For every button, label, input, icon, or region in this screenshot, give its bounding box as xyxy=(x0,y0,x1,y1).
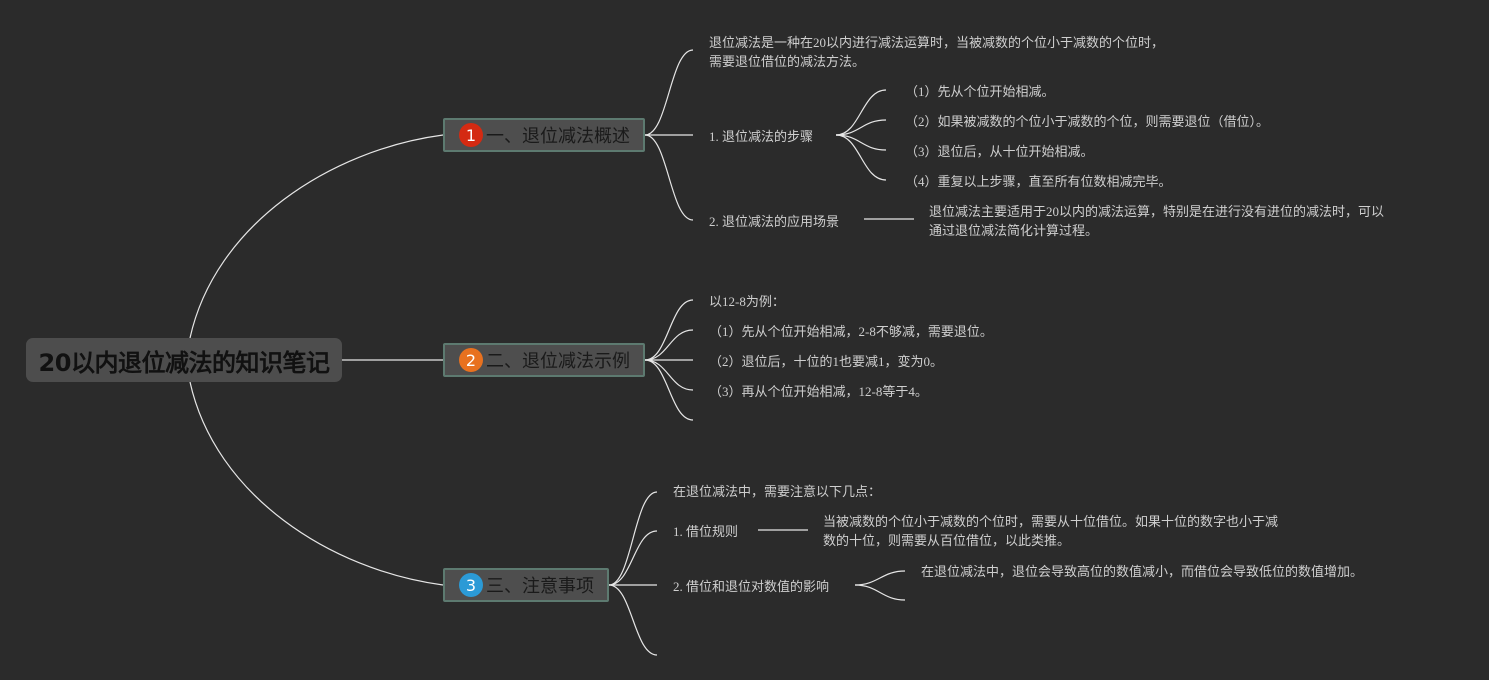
badge-number: 1 xyxy=(465,125,477,145)
b1-item-1-child-1[interactable]: （2）如果被减数的个位小于减数的个位，则需要退位（借位）。 xyxy=(905,114,1270,129)
b3-sub-link-1 xyxy=(854,570,906,586)
b1-sub-link-1 xyxy=(835,119,887,136)
b1-item-2[interactable]: 2. 退位减法的应用场景 xyxy=(709,214,840,229)
b3-sub-link-2 xyxy=(854,584,906,601)
b1-sub-link-0 xyxy=(835,89,887,136)
branch-title: 二、退位减法示例 xyxy=(486,351,630,372)
b2-link-0 xyxy=(644,299,694,361)
b3-item-2-child-0[interactable]: 在退位减法中，退位会导致高位的数值减小，而借位会导致低位的数值增加。 xyxy=(921,564,1364,579)
b3-item-2[interactable]: 2. 借位和退位对数值的影响 xyxy=(673,579,830,594)
b2-link-4 xyxy=(644,359,694,421)
b3-item-1-child-0[interactable]: 当被减数的个位小于减数的个位时，需要从十位借位。如果十位的数字也小于减 数的十位… xyxy=(823,514,1279,548)
priority-3-badge: 3 xyxy=(459,573,483,597)
root-topic[interactable]: 20以内退位减法的知识笔记 xyxy=(26,338,342,382)
b1-item-1-child-0[interactable]: （1）先从个位开始相减。 xyxy=(905,84,1055,99)
priority-1-badge: 1 xyxy=(459,123,483,147)
b2-link-3 xyxy=(644,359,694,391)
b1-link-0 xyxy=(644,49,694,136)
badge-number: 2 xyxy=(465,350,477,370)
b3-item-0[interactable]: 在退位减法中，需要注意以下几点： xyxy=(673,484,882,499)
root-link-3 xyxy=(189,381,444,586)
badge-number: 3 xyxy=(465,575,477,595)
b2-item-1[interactable]: （1）先从个位开始相减，2-8不够减，需要退位。 xyxy=(709,324,993,339)
b2-item-0[interactable]: 以12-8为例： xyxy=(709,294,785,309)
branch-topic-3[interactable]: 3 三、注意事项 xyxy=(443,568,609,602)
b3-link-3 xyxy=(608,584,658,656)
branch-title: 三、注意事项 xyxy=(486,576,594,597)
b1-item-1-child-2[interactable]: （3）退位后，从十位开始相减。 xyxy=(905,144,1094,159)
b1-item-1-child-3[interactable]: （4）重复以上步骤，直至所有位数相减完毕。 xyxy=(905,174,1172,189)
b1-link-2 xyxy=(644,134,694,221)
b3-item-1[interactable]: 1. 借位规则 xyxy=(673,524,739,539)
branch-title: 一、退位减法概述 xyxy=(486,126,630,147)
b3-link-1 xyxy=(608,530,658,586)
b1-item-2-child-0[interactable]: 退位减法主要适用于20以内的减法运算，特别是在进行没有进位的减法时，可以 通过退… xyxy=(929,204,1385,238)
b1-item-0[interactable]: 退位减法是一种在20以内进行减法运算时，当被减数的个位小于减数的个位时， 需要退… xyxy=(709,35,1165,69)
root-link-1 xyxy=(189,134,444,339)
b1-item-1[interactable]: 1. 退位减法的步骤 xyxy=(709,129,814,144)
priority-2-badge: 2 xyxy=(459,348,483,372)
b2-item-2[interactable]: （2）退位后，十位的1也要减1，变为0。 xyxy=(709,354,944,369)
b2-item-3[interactable]: （3）再从个位开始相减，12-8等于4。 xyxy=(709,384,928,399)
branch-topic-1[interactable]: 1 一、退位减法概述 xyxy=(443,118,645,152)
b3-link-0 xyxy=(608,491,658,586)
b1-sub-link-3 xyxy=(835,134,887,181)
b2-link-1 xyxy=(644,329,694,361)
branch-topic-2[interactable]: 2 二、退位减法示例 xyxy=(443,343,645,377)
